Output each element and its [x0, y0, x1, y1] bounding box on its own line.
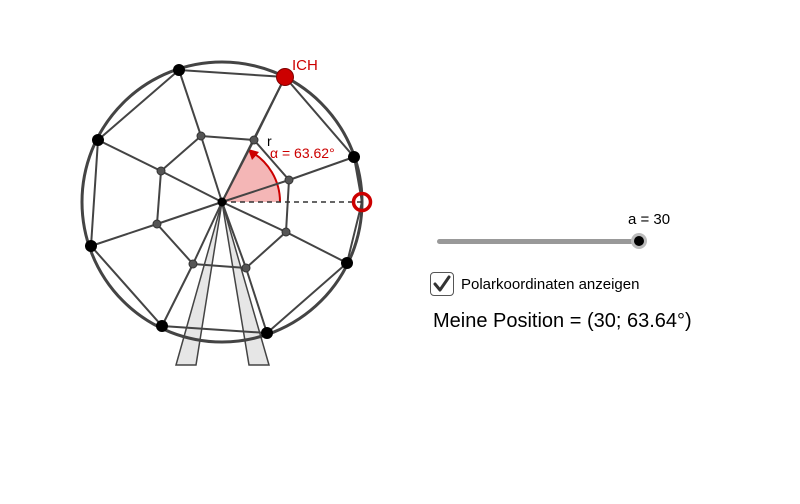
spokes [90, 69, 355, 334]
angle-arrowhead [248, 149, 259, 160]
radius-label: r [267, 133, 272, 149]
polar-coordinates-toggle[interactable]: Polarkoordinaten anzeigen [430, 270, 639, 298]
outer-polygon [89, 68, 364, 335]
slider-label: a = 30 [628, 211, 671, 228]
right-support [221, 201, 270, 366]
angle-sector [222, 150, 281, 202]
slider-track[interactable] [437, 239, 639, 244]
ich-point[interactable] [276, 68, 294, 86]
polar-checkbox-label: Polarkoordinaten anzeigen [461, 275, 640, 293]
left-support [175, 201, 223, 366]
slider-knob[interactable] [631, 233, 647, 249]
inner-nodes [152, 131, 294, 273]
checkmark-icon [433, 275, 451, 292]
polar-checkbox[interactable] [430, 272, 454, 296]
a-slider[interactable] [437, 232, 647, 250]
angle-label: α = 63.62° [270, 145, 335, 161]
position-output: Meine Position = (30; 63.64°) [433, 310, 692, 332]
ich-label: ICH [292, 57, 318, 74]
hub-point [217, 197, 227, 207]
gondola-nodes [85, 64, 360, 339]
zero-angle-marker [351, 191, 373, 213]
